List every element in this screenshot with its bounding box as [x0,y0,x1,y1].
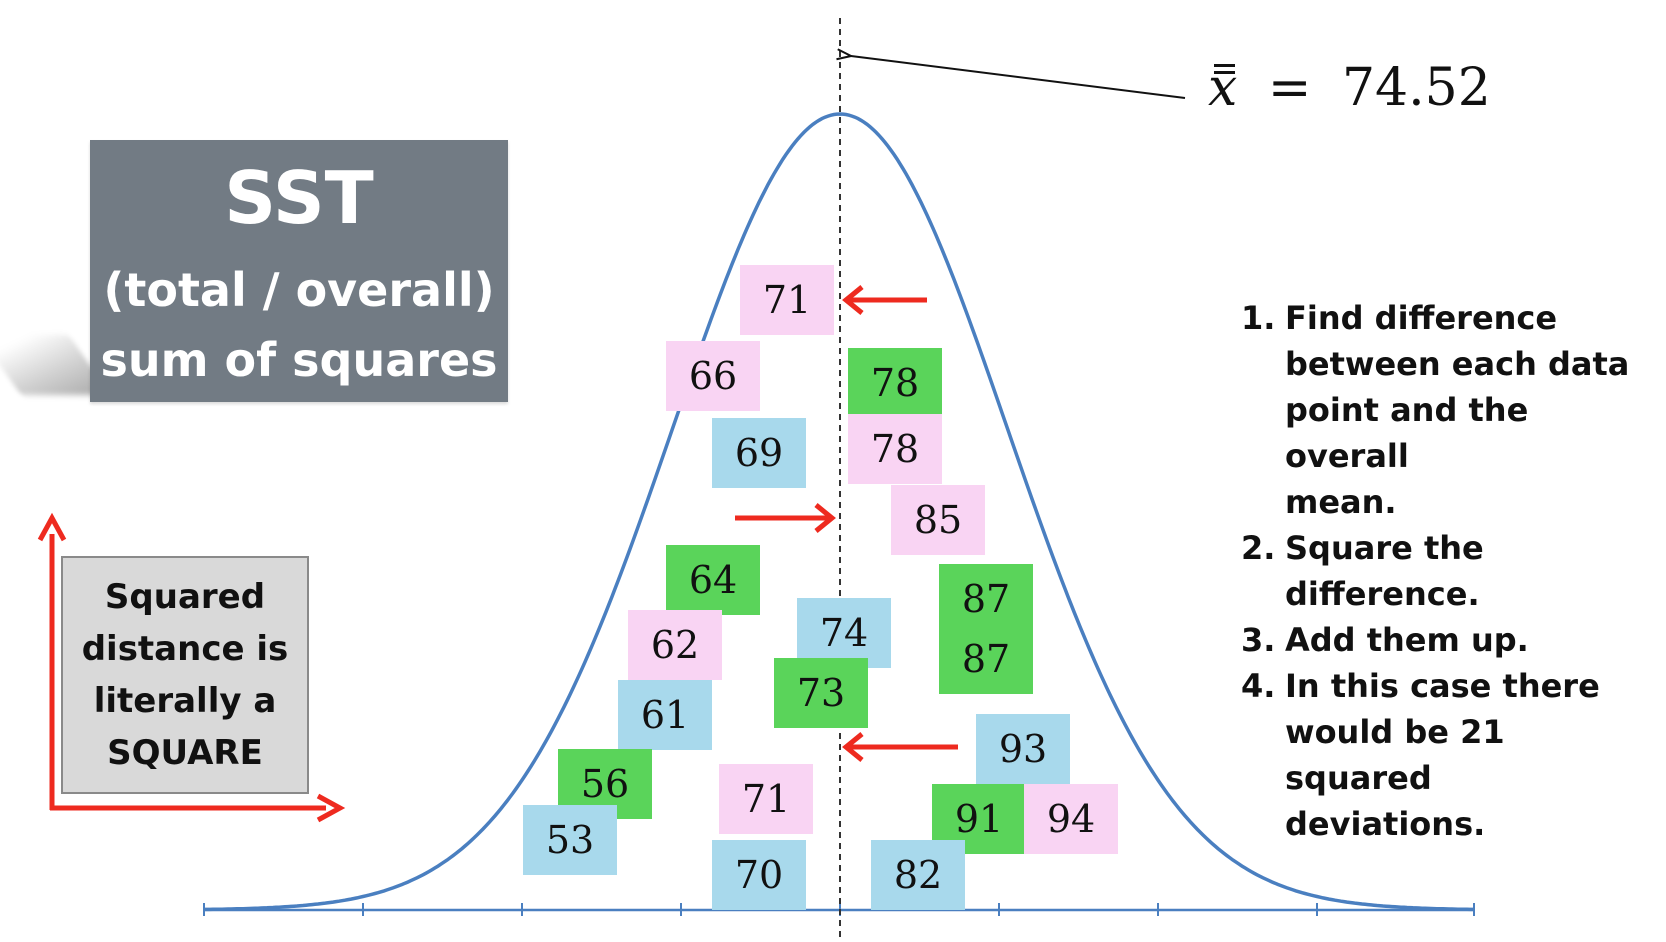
horizontal-axis-arrowhead [316,793,346,823]
step-line: point and the overall [1285,391,1529,475]
step-number: 1. [1241,299,1276,337]
data-point-tile: 94 [1024,784,1118,854]
data-point-tile: 78 [848,348,942,418]
red-axis-arrows [37,512,346,823]
step-line: Add them up. [1285,621,1529,659]
step-item: 3. Add them up. [1241,617,1661,663]
data-point-tile: 71 [719,764,813,834]
data-point-tile: 87 [939,624,1033,694]
data-point-tile: 66 [666,341,760,411]
sst-subtitle-line-2: sum of squares [100,333,498,387]
step-item: 4. In this case there would be 21 square… [1241,663,1661,847]
square-box-line: literally a [93,681,277,721]
data-point-tile: 61 [618,680,712,750]
sst-title: SST [224,156,374,240]
step-line: between each data [1285,345,1630,383]
normal-distribution-curve [204,112,1473,912]
data-point-tile: 70 [712,840,806,910]
mean-symbol: x [1208,58,1238,118]
data-point-tile: 93 [976,714,1070,784]
data-point-tile: 85 [891,485,985,555]
data-point-tile: 53 [523,805,617,875]
sst-title-box: SST (total / overall) sum of squares [90,140,508,402]
square-box-line: Squared [104,577,266,617]
data-point-tile: 87 [939,564,1033,634]
square-box-line: distance is [81,629,289,669]
mean-equals: = [1267,58,1312,118]
step-number: 4. [1241,667,1276,705]
data-point-tile: 71 [740,265,834,335]
deviation-arrow [842,732,958,762]
data-point-tile: 69 [712,418,806,488]
data-point-tile: 78 [848,414,942,484]
data-point-tile: 82 [871,840,965,910]
data-point-tile: 74 [797,598,891,668]
deviation-arrows [735,285,958,762]
step-line: Find difference [1285,299,1558,337]
step-line: In this case there [1285,667,1600,705]
square-box-line: SQUARE [107,733,263,773]
mean-double-bar [1210,64,1237,74]
data-point-tile: 64 [666,545,760,615]
deviation-arrow [842,285,927,315]
mean-pointer-arrow [851,56,1186,99]
sst-subtitle-line-1: (total / overall) [103,263,495,317]
step-line: would be 21 squared [1285,713,1505,797]
step-line: difference. [1285,575,1480,613]
step-line: deviations. [1285,805,1486,843]
step-item: 2. Square the difference. [1241,525,1661,617]
squared-distance-box: Squared distance is literally a SQUARE [61,556,309,794]
data-point-tile: 73 [774,658,868,728]
vertical-axis-arrowhead [37,512,67,542]
mean-label: x = 74.52 [1208,62,1491,114]
data-point-tile: 62 [628,610,722,680]
step-line: mean. [1285,483,1397,521]
step-number: 3. [1241,621,1276,659]
step-number: 2. [1241,529,1276,567]
step-item: 1. Find difference between each data poi… [1241,295,1661,525]
step-line: Square the [1285,529,1484,567]
deviation-arrow [735,503,836,533]
mean-value: 74.52 [1341,58,1491,118]
steps-list: 1. Find difference between each data poi… [1241,295,1661,847]
